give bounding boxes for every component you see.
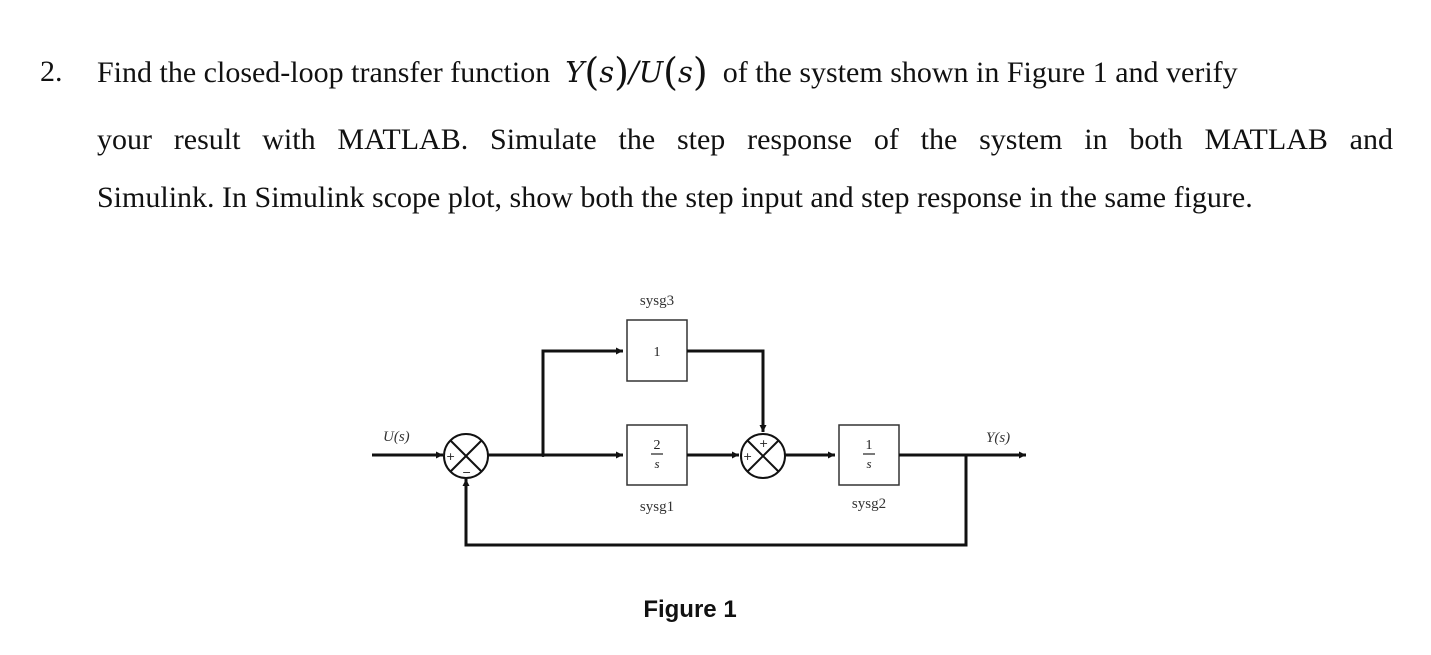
input-label: U(s) <box>383 429 410 445</box>
to-sysg3-path <box>541 347 623 455</box>
question-line-2: your result with MATLAB. Simulate the st… <box>97 123 1393 156</box>
tf-divide: / <box>628 55 639 89</box>
sysg2-denominator: s <box>866 456 871 471</box>
sum2-top-plus-sign: + <box>759 437 768 450</box>
question-line-1: Find the closed-loop transfer function Y… <box>97 52 1393 93</box>
tf-output-symbol: Y <box>565 55 585 89</box>
block-sysg3: 1 <box>626 319 688 382</box>
sysg1-denominator: s <box>654 456 659 471</box>
block-sysg2: 1 s <box>838 424 900 486</box>
sum1-minus-sign: − <box>462 466 471 479</box>
block-sysg1: 2 s <box>626 424 688 486</box>
sum1-plus-sign: + <box>446 450 455 463</box>
figure-caption: Figure 1 <box>643 596 736 623</box>
question-text-part1: Find the closed-loop transfer function <box>97 56 551 89</box>
question-number: 2. <box>40 55 63 88</box>
sysg3-output-path <box>687 349 767 432</box>
tf-variable-s-1: s <box>599 55 615 89</box>
question-text-part2: of the system shown in Figure 1 and veri… <box>722 56 1238 89</box>
sysg3-gain: 1 <box>654 345 661 360</box>
tf-input-symbol: U <box>638 55 664 89</box>
sysg1-numerator: 2 <box>654 438 661 453</box>
sysg3-label: sysg3 <box>640 293 674 309</box>
sysg1-label: sysg1 <box>640 499 674 515</box>
transfer-function-expression: Y(s)/U(s) <box>565 50 708 94</box>
sum2-left-plus-sign: + <box>743 450 752 463</box>
sysg2-numerator: 1 <box>866 438 873 453</box>
feedback-path <box>462 455 968 547</box>
summing-junction-1: + − <box>443 433 489 479</box>
output-label: Y(s) <box>986 430 1010 446</box>
sysg2-label: sysg2 <box>852 496 886 512</box>
tf-variable-s-2: s <box>678 55 693 89</box>
summing-junction-2: + + <box>740 433 786 479</box>
question-line-3: Simulink. In Simulink scope plot, show b… <box>97 181 1253 214</box>
